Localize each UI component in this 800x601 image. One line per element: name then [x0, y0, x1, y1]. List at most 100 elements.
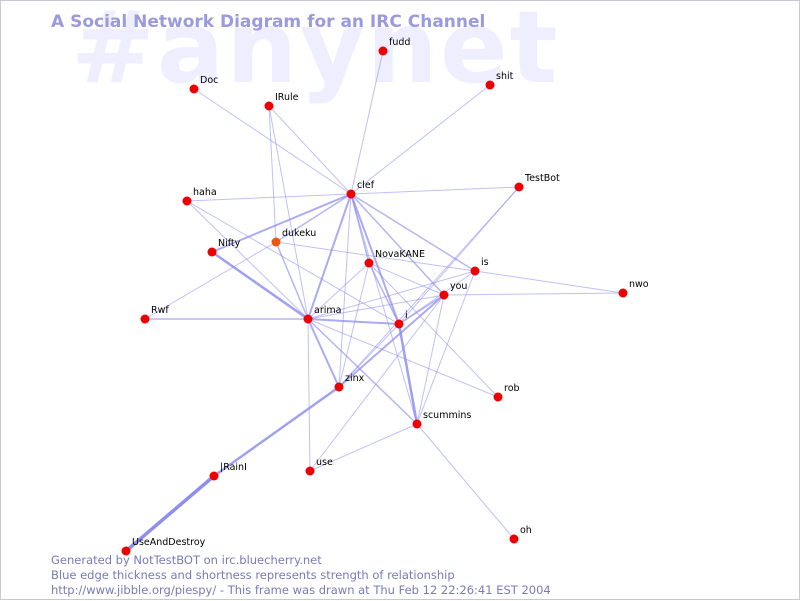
node-shit[interactable]: shit [485, 71, 514, 90]
edge-is-nwo [474, 270, 624, 294]
edge-clef-fudd [350, 50, 384, 195]
node-dot[interactable] [271, 237, 281, 247]
node-label: shit [496, 71, 514, 82]
edge-is-scummins [416, 270, 476, 425]
node-label: use [316, 457, 333, 468]
node-dot[interactable] [509, 534, 519, 544]
node-dot[interactable] [209, 471, 219, 481]
edge-scummins-use [309, 423, 418, 472]
node-fudd[interactable]: fudd [378, 37, 411, 56]
edge-scummins-oh [416, 423, 515, 540]
edge-you-use [309, 294, 445, 472]
node-label: dukeku [282, 228, 316, 239]
node-dot[interactable] [121, 546, 131, 556]
edge-arima-zinx [307, 318, 340, 388]
node-dot[interactable] [485, 80, 495, 90]
edge-clef-arima [307, 193, 352, 320]
node-Nifty[interactable]: Nifty [207, 238, 241, 257]
edge-zinx-IRainI [213, 385, 340, 478]
node-NovaKANE[interactable]: NovaKANE [364, 249, 426, 268]
node-label: you [450, 281, 467, 292]
node-label: oh [520, 525, 532, 536]
node-haha[interactable]: haha [182, 187, 217, 206]
node-UseAndDestroy[interactable]: UseAndDestroy [121, 537, 206, 556]
node-label: UseAndDestroy [132, 537, 206, 548]
node-label: fudd [389, 37, 410, 48]
edge-clef-Doc [193, 88, 352, 195]
node-rob[interactable]: rob [493, 383, 520, 402]
edge-clef-you [350, 193, 445, 296]
node-dot[interactable] [140, 314, 150, 324]
node-Rwf[interactable]: Rwf [140, 305, 170, 324]
edge-NovaKANE-you [368, 262, 445, 296]
node-use[interactable]: use [305, 457, 333, 476]
edge-clef-zinx [338, 193, 352, 388]
node-dukeku[interactable]: dukeku [271, 228, 317, 247]
node-dot[interactable] [346, 189, 356, 199]
node-label: scummins [423, 410, 471, 421]
node-label: Rwf [151, 305, 169, 316]
node-dot[interactable] [412, 419, 422, 429]
edge-clef-haha [186, 193, 352, 202]
node-dot[interactable] [493, 392, 503, 402]
edge-you-zinx [338, 294, 445, 388]
footer: Generated by NotTestBOT on irc.bluecherr… [51, 553, 551, 598]
node-dot[interactable] [618, 288, 628, 298]
node-dot[interactable] [303, 314, 313, 324]
edge-IRule-arima [268, 105, 309, 320]
node-label: rob [504, 383, 520, 394]
node-dot[interactable] [514, 182, 524, 192]
node-label: IRule [275, 92, 299, 103]
edge-clef-IRule [268, 105, 352, 195]
edge-clef-TestBot [350, 186, 520, 195]
edge-NovaKANE-rob [368, 262, 499, 398]
node-dot[interactable] [439, 290, 449, 300]
edges-layer [124, 50, 624, 553]
edge-arima-scummins [307, 318, 418, 425]
edge-clef-dukeku [275, 193, 352, 243]
node-dot[interactable] [334, 382, 344, 392]
edge-IRule-dukeku [268, 105, 277, 243]
node-nwo[interactable]: nwo [618, 279, 649, 298]
node-dot[interactable] [364, 258, 374, 268]
edge-arima-rob [307, 318, 499, 398]
node-you[interactable]: you [439, 281, 468, 300]
edge-NovaKANE-zinx [338, 262, 370, 388]
edge-clef-scummins [350, 193, 418, 425]
node-label: is [481, 257, 489, 268]
node-arima[interactable]: arima [303, 305, 342, 324]
node-scummins[interactable]: scummins [412, 410, 472, 429]
node-dot[interactable] [182, 196, 192, 206]
edge-i-scummins [397, 323, 419, 425]
node-dot[interactable] [189, 84, 199, 94]
node-dot[interactable] [394, 319, 404, 329]
node-is[interactable]: is [470, 257, 489, 276]
node-dot[interactable] [305, 466, 315, 476]
edge-i-zinx [338, 323, 400, 388]
node-label: |RainI [220, 462, 247, 473]
edge-you-nwo [443, 292, 624, 296]
edge-Nifty-arima [211, 250, 309, 321]
footer-source-link[interactable]: http://www.jibble.org/piespy/ - This fra… [51, 583, 551, 597]
node-IRainI[interactable]: |RainI [209, 462, 247, 481]
node-dot[interactable] [207, 247, 217, 257]
node-zinx[interactable]: zinx [334, 373, 365, 392]
node-IRule[interactable]: IRule [264, 92, 299, 111]
node-dot[interactable] [264, 101, 274, 111]
node-Doc[interactable]: Doc [189, 75, 219, 94]
node-i[interactable]: i [394, 310, 408, 329]
edge-haha-arima [186, 200, 309, 320]
node-dot[interactable] [378, 46, 388, 56]
node-TestBot[interactable]: TestBot [514, 173, 561, 192]
node-label: clef [357, 180, 375, 191]
node-oh[interactable]: oh [509, 525, 532, 544]
node-dot[interactable] [470, 266, 480, 276]
edge-IRainI-UseAndDestroy [124, 474, 216, 553]
node-label: Nifty [218, 238, 241, 249]
node-label: nwo [629, 279, 649, 290]
node-clef[interactable]: clef [346, 180, 375, 199]
edge-TestBot-zinx [338, 186, 520, 388]
edge-dukeku-is [275, 241, 476, 272]
